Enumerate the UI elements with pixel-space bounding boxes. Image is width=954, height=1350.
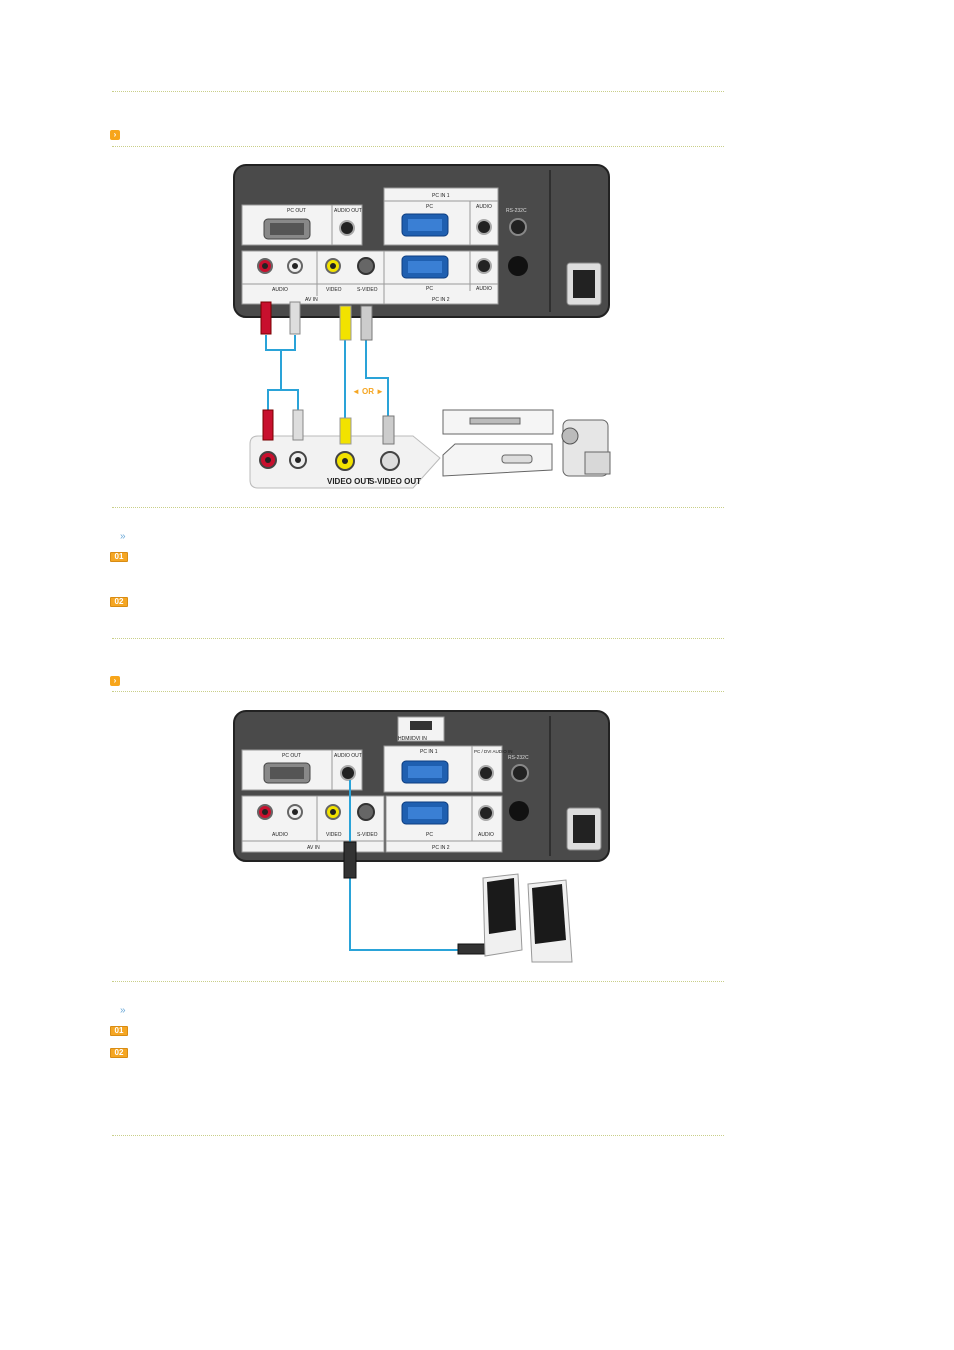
divider (112, 638, 724, 639)
chevron-right-icon: » (120, 1005, 126, 1016)
dvd-player-icon (442, 443, 553, 477)
divider (112, 146, 724, 147)
pc-out-label: PC OUT (287, 208, 306, 214)
pc-out-label: PC OUT (282, 753, 301, 759)
audio-label: AUDIO (272, 832, 288, 838)
vcr-icon (442, 409, 554, 435)
audio-lr-label: AUDIO (272, 287, 288, 293)
audio-out-label: AUDIO OUT (334, 208, 362, 214)
video-label: VIDEO (326, 832, 342, 838)
pc-in-1-label: PC IN 1 (432, 193, 450, 199)
rs232c-label: RS-232C (508, 755, 529, 761)
svg-text:►: ► (376, 387, 384, 396)
s-video-label: S-VIDEO (357, 832, 378, 838)
step-badge-02: 02 (110, 597, 128, 607)
divider (112, 1135, 724, 1136)
divider (112, 981, 724, 982)
av-in-label: AV IN (305, 297, 318, 303)
pc-in-1-label: PC IN 1 (420, 749, 438, 755)
s-video-label: S-VIDEO (357, 287, 378, 293)
audio-out-label: AUDIO OUT (334, 753, 362, 759)
divider (112, 91, 724, 92)
speakers-icon (482, 873, 573, 963)
section-bullet-icon: › (110, 130, 120, 140)
or-label: OR (362, 387, 374, 396)
divider (112, 691, 724, 692)
step-badge-01: 01 (110, 552, 128, 562)
s-video-out-label: S-VIDEO OUT (369, 477, 421, 486)
audio-label: AUDIO (476, 204, 492, 210)
pc-in-2-label: PC IN 2 (432, 845, 450, 851)
step-badge-02: 02 (110, 1048, 128, 1058)
svg-text:◄: ◄ (352, 387, 360, 396)
av-connection-diagram: PC OUT AUDIO OUT PC IN 1 PC AUDIO RS-232… (233, 164, 611, 489)
audio2-label: AUDIO (478, 832, 494, 838)
pc-in-2-label: PC IN 2 (432, 297, 450, 303)
hdmi-label: HDMI/DVI IN (398, 736, 427, 742)
pc-dvi-audio-label: PC / DVI AUDIO IN (474, 749, 513, 754)
rs232c-label: RS-232C (506, 208, 527, 214)
chevron-right-icon: » (120, 531, 126, 542)
step-badge-01: 01 (110, 1026, 128, 1036)
video-out-label: VIDEO OUT (327, 477, 371, 486)
av-in-label: AV IN (307, 845, 320, 851)
pc-label: PC (426, 832, 433, 838)
pc2-label: PC (426, 286, 433, 292)
divider (112, 507, 724, 508)
audio2-label: AUDIO (476, 286, 492, 292)
camcorder-icon (561, 419, 611, 477)
video-label: VIDEO (326, 287, 342, 293)
section-bullet-icon: › (110, 676, 120, 686)
audio-out-connection-diagram: HDMI/DVI IN PC OUT AUDIO OUT PC IN 1 PC … (233, 710, 610, 963)
pc-label: PC (426, 204, 433, 210)
